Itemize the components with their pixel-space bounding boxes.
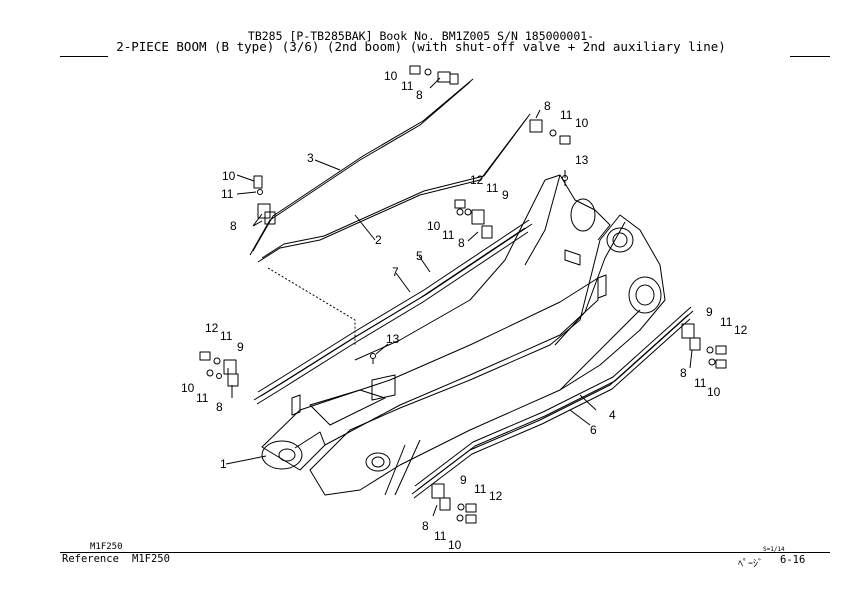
footer-rule (60, 552, 830, 553)
callout-part-11-upper-right: 11 (560, 108, 573, 122)
boom-top-boss (570, 198, 596, 232)
callout-part-8-left: 8 (230, 219, 237, 233)
callout-part-10-lower-left: 10 (181, 381, 195, 395)
second-boom-part (309, 174, 666, 496)
callout-part-11-right-a: 11 (720, 315, 733, 329)
callout-part-8-mid: 8 (458, 236, 465, 250)
callout-part-2: 2 (375, 233, 382, 247)
callout-part-11-top: 11 (401, 79, 414, 93)
callout-part-11-right-b: 11 (694, 376, 707, 390)
callout-part-10-top: 10 (384, 69, 398, 83)
clamp-cluster-left (253, 175, 276, 225)
callout-part-11-mid-a: 11 (486, 181, 499, 195)
reference-code: M1F250 (132, 553, 170, 565)
boom-pivot-left-hole (278, 448, 296, 462)
callout-part-8-upper-right: 8 (544, 99, 551, 113)
pipe-part-4-6 (411, 306, 694, 499)
pipe-part-5-7 (253, 219, 533, 405)
header-rule-right (790, 56, 830, 57)
boom-pivot-left (261, 440, 303, 470)
bracket (371, 374, 396, 401)
callout-part-7: 7 (392, 265, 399, 279)
first-boom-part (261, 277, 599, 471)
header-rule-left (60, 56, 108, 57)
callout-part-3: 3 (307, 151, 314, 165)
cylinder-mount (628, 276, 662, 314)
pipe-part-2-3 (249, 78, 531, 263)
callout-part-4: 4 (609, 408, 616, 422)
callout-part-9-lower-left: 9 (237, 340, 244, 354)
callout-part-10-mid: 10 (427, 219, 441, 233)
callout-part-12-mid: 12 (470, 173, 484, 187)
illustration-code: M1F250 (90, 542, 123, 552)
callout-part-1: 1 (220, 457, 227, 471)
callout-part-8-top: 8 (416, 88, 423, 102)
clamp-cluster-top (409, 65, 459, 85)
callout-part-6: 6 (590, 423, 597, 437)
callout-part-9-right: 9 (706, 305, 713, 319)
header-title-line2: 2-PIECE BOOM (B type) (3/6) (2nd boom) (… (116, 39, 726, 54)
callout-part-5: 5 (416, 249, 423, 263)
callout-part-8-lower-left: 8 (216, 400, 223, 414)
callout-part-8-bottom: 8 (422, 519, 429, 533)
callout-part-10-upper-right: 10 (575, 116, 589, 130)
clamp-cluster-upper-right (529, 119, 571, 145)
callout-part-13-top: 13 (575, 153, 589, 167)
clamp-cluster-right (681, 323, 727, 369)
callout-part-8-right: 8 (680, 366, 687, 380)
reference-label: Reference (62, 553, 119, 565)
callout-part-9-mid: 9 (502, 188, 509, 202)
page-number: 6-16 (780, 554, 806, 566)
header-title-line1: TB285 [P-TB285BAK] Book No. BM1Z005 S/N … (247, 29, 595, 43)
callout-part-11-bottom-a: 11 (474, 482, 487, 496)
clamp-cluster-bottom (431, 483, 477, 524)
callout-part-12-lower-left: 12 (205, 321, 219, 335)
leader-lines (225, 77, 693, 517)
boom-pivot-right (365, 452, 391, 472)
callout-part-11-mid-b: 11 (442, 228, 455, 242)
callout-part-11-lower-left-b: 11 (196, 391, 209, 405)
callout-part-10-left: 10 (222, 169, 236, 183)
clamp-cluster-lower-left (199, 351, 239, 387)
callout-part-11-bottom-b: 11 (434, 529, 447, 543)
page-label: ﾍﾟｰｼﾞ (738, 559, 763, 570)
callout-part-12-right: 12 (734, 323, 748, 337)
callout-part-11-lower-left-a: 11 (220, 329, 233, 343)
boom-top-pin (606, 227, 634, 253)
callout-part-10-bottom: 10 (448, 538, 462, 552)
boom-pivot-right-hole (371, 456, 385, 468)
callout-part-9-bottom: 9 (460, 473, 467, 487)
callout-part-12-bottom: 12 (489, 489, 503, 503)
callout-part-10-right: 10 (707, 385, 721, 399)
clamp-cluster-mid (454, 199, 493, 239)
scale-label: S=1/14 (763, 546, 785, 553)
callout-part-11-left: 11 (221, 187, 234, 201)
callout-part-13-middle: 13 (386, 332, 400, 346)
